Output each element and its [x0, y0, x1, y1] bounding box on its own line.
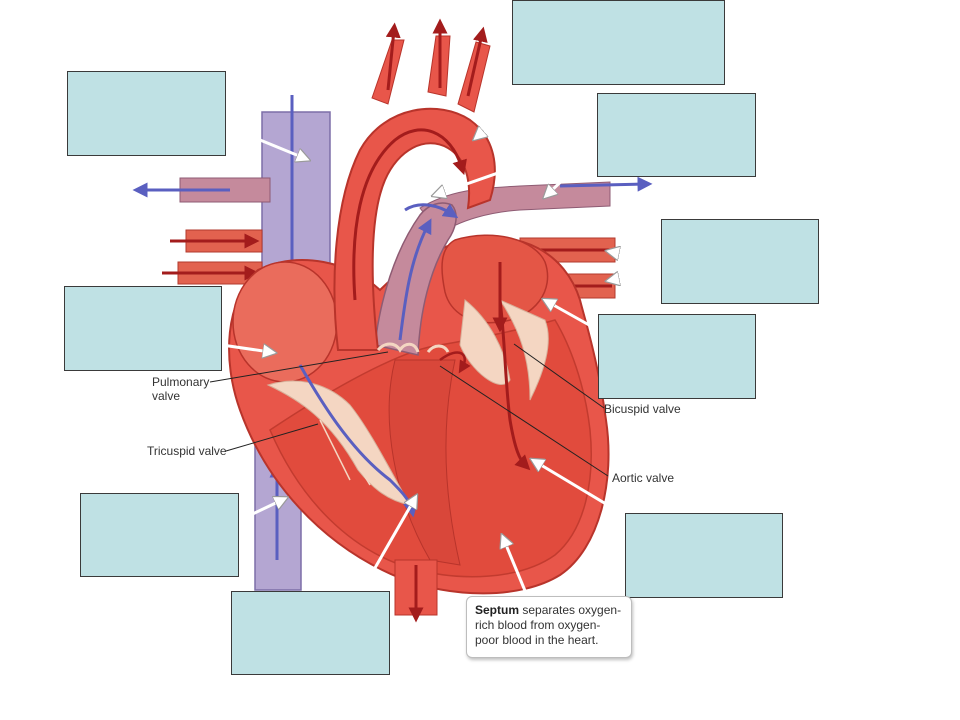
blank-box-bottom-center[interactable]	[231, 591, 390, 675]
blank-box-right-middle[interactable]	[661, 219, 819, 304]
aorta	[333, 18, 496, 623]
blank-box-upper-right[interactable]	[597, 93, 756, 177]
blank-box-right-lower[interactable]	[598, 314, 756, 399]
septum-callout-text: separates oxygen-rich blood from oxygen-…	[475, 603, 622, 647]
blank-box-pointers	[221, 80, 663, 599]
label-pointers	[209, 343, 609, 477]
label-tricuspid-valve: Tricuspid valve	[147, 444, 227, 458]
pulmonary-trunk	[374, 202, 459, 356]
label-bicuspid-valve: Bicuspid valve	[604, 402, 681, 416]
label-aortic-valve: Aortic valve	[612, 471, 675, 485]
blank-box-upper-left[interactable]	[67, 71, 226, 156]
blank-box-lower-left[interactable]	[80, 493, 239, 577]
blank-box-bottom-right[interactable]	[625, 513, 783, 598]
semilunar-valves	[376, 342, 471, 374]
septum-callout: Septum separates oxygen-rich blood from …	[466, 596, 632, 658]
blank-box-left-middle[interactable]	[64, 286, 222, 371]
label-pulmonary-valve-line2: valve	[152, 389, 181, 403]
septum-callout-term: Septum	[475, 603, 520, 617]
label-pulmonary-valve: Pulmonary valve	[152, 375, 209, 403]
label-pulmonary-valve-line1: Pulmonary	[152, 375, 210, 389]
blank-box-top-center[interactable]	[512, 0, 725, 85]
pulmonary-arteries	[132, 176, 653, 235]
heart-body	[228, 234, 610, 595]
